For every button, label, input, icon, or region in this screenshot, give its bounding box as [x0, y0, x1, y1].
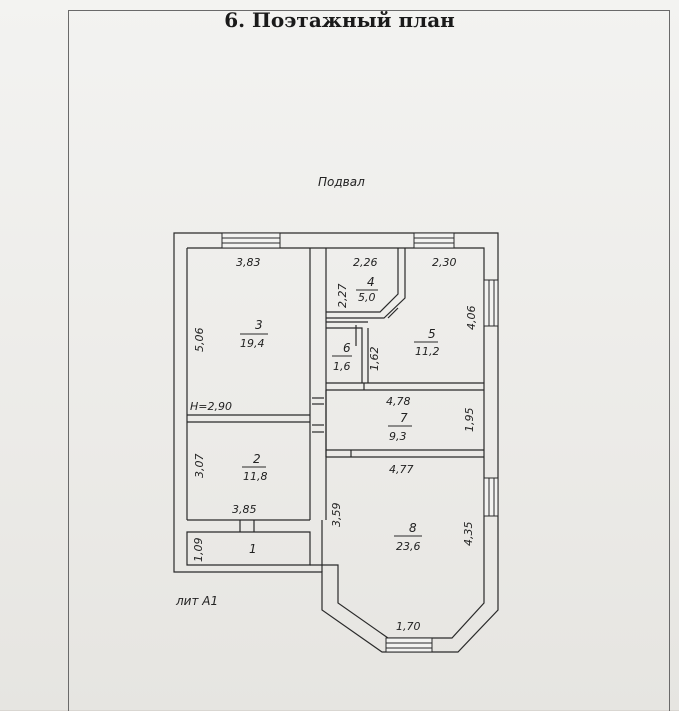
room-8-area: 23,6: [396, 540, 421, 553]
dim-room-6-height: 1,62: [368, 347, 381, 372]
dim-room-7-width: 4,78: [386, 395, 411, 408]
dim-room-2-height: 3,07: [193, 454, 206, 479]
room-7-area: 9,3: [389, 430, 407, 443]
room-6-number: 6: [343, 341, 351, 355]
window-top-right: [413, 232, 455, 249]
dim-room-2-width: 3,85: [232, 503, 257, 516]
page-title: 6. Поэтажный план: [224, 8, 455, 32]
room-6-area: 1,6: [333, 360, 351, 373]
room-1-number: 1: [249, 542, 257, 556]
room-5-number: 5: [428, 327, 436, 341]
building-label: лит А1: [175, 594, 218, 608]
dim-room-3-width: 3,83: [236, 256, 261, 269]
room-5-area: 11,2: [415, 345, 440, 358]
room-4-area: 5,0: [358, 291, 376, 304]
height-label: H=2,90: [190, 400, 232, 413]
dim-room-8-width: 4,77: [389, 463, 414, 476]
dim-room-4-width: 2,26: [353, 256, 378, 269]
window-right-upper: [483, 279, 499, 327]
dim-room-5-width: 2,30: [432, 256, 457, 269]
floor-label: Подвал: [318, 175, 365, 189]
dim-room-1-height: 1,09: [192, 538, 205, 563]
room-3-number: 3: [255, 318, 263, 332]
dim-room-8-right-height: 4,35: [462, 522, 475, 547]
dim-room-7-height: 1,95: [463, 408, 476, 433]
dim-room-5-height: 4,06: [465, 306, 478, 331]
dim-room-8-left-height: 3,59: [330, 503, 343, 528]
room-8-number: 8: [409, 521, 417, 535]
dim-room-3-height: 5,06: [193, 328, 206, 353]
window-right-lower: [483, 477, 499, 517]
page-frame: [68, 10, 670, 711]
dim-room-4-height: 2,27: [336, 284, 349, 309]
window-bottom: [385, 637, 433, 653]
room-2-area: 11,8: [243, 470, 268, 483]
room-7-number: 7: [400, 411, 408, 425]
room-1-outline: [186, 531, 311, 566]
window-top-left: [221, 232, 281, 249]
room-2-number: 2: [253, 452, 261, 466]
outer-wall-outline: [173, 232, 499, 653]
room-3-area: 19,4: [240, 337, 265, 350]
room-4-number: 4: [367, 275, 375, 289]
dim-room-8-bottom: 1,70: [396, 620, 421, 633]
